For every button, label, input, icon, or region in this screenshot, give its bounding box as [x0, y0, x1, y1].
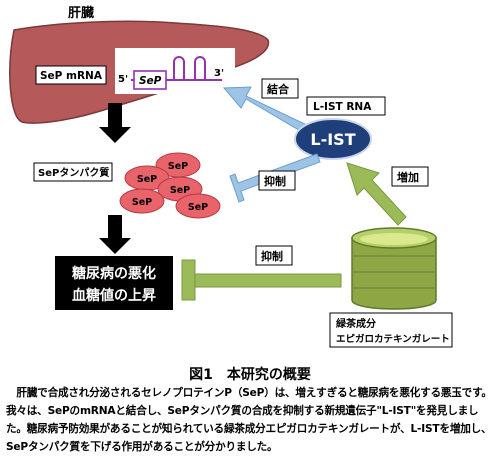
- translation-arrow: [99, 103, 131, 143]
- protein-1-label: SeP: [168, 161, 188, 172]
- stem-loop-2: [194, 56, 206, 80]
- tea-cup-icon: [351, 227, 437, 310]
- increase-label: 増加: [397, 170, 419, 184]
- tea-label-line1: 緑茶成分: [336, 317, 376, 330]
- tea-label-box: [329, 312, 453, 348]
- inhibit-label-box-2: [255, 245, 293, 266]
- tea-label-line2: エピガロカテキンガレート: [336, 333, 450, 345]
- five-prime-label: 5': [118, 74, 128, 85]
- binding-label: 結合: [267, 82, 290, 96]
- protein-5: [175, 193, 221, 219]
- binding-arrow: [222, 86, 314, 137]
- outcome-arrow: [99, 215, 131, 254]
- liver-label: 肝臓: [68, 5, 94, 21]
- sep-orf-box: [133, 70, 167, 90]
- lncrna-name-label: L-IST RNA: [313, 101, 372, 113]
- inhibit-bar-tea-cap: [181, 259, 196, 301]
- caption-body: 肝臓で合成され分泌されるセレノプロテインP（SeP）は、増えすぎると糖尿病を悪化…: [6, 387, 492, 453]
- sep-orf-label: SeP: [139, 75, 162, 87]
- stem-loop-1: [173, 56, 185, 80]
- protein-4: [119, 188, 165, 214]
- protein-2-label: SeP: [137, 174, 157, 185]
- lnc-ellipse: [294, 118, 372, 160]
- outcome-box: [55, 256, 173, 310]
- outcome-line2: 血糖値の上昇: [72, 287, 156, 304]
- inhibit-bar-tea: [190, 273, 342, 288]
- lncrna-name-box: [306, 96, 386, 116]
- sep-protein-label: SePタンパク質: [38, 166, 109, 179]
- inhibit-label-2: 抑制: [261, 249, 283, 263]
- diagram-canvas: 肝臓 SeP mRNA 5' SeP 3' 結合 L-IST RNA L-IST…: [9, 5, 453, 348]
- binding-label-box: [261, 78, 299, 99]
- increase-label-box: [391, 166, 429, 187]
- sep-mrna-label: SeP mRNA: [40, 70, 103, 82]
- inhibit-label-box-1: [258, 170, 296, 191]
- lnc-label: L-IST: [310, 130, 355, 149]
- sep-mrna-box: [35, 65, 107, 85]
- sep-protein-box: [33, 162, 113, 182]
- inhibit-label-1: 抑制: [264, 174, 286, 188]
- protein-4-label: SeP: [132, 197, 152, 208]
- increase-arrow: [346, 162, 407, 226]
- protein-3-label: SeP: [170, 185, 190, 196]
- caption-title: 図1 本研究の概要: [189, 367, 311, 383]
- three-prime-label: 3': [214, 68, 224, 79]
- protein-cluster: SeP SeP SeP SeP SeP: [119, 152, 221, 219]
- outcome-line1: 糖尿病の悪化: [72, 265, 156, 282]
- protein-5-label: SeP: [188, 202, 208, 213]
